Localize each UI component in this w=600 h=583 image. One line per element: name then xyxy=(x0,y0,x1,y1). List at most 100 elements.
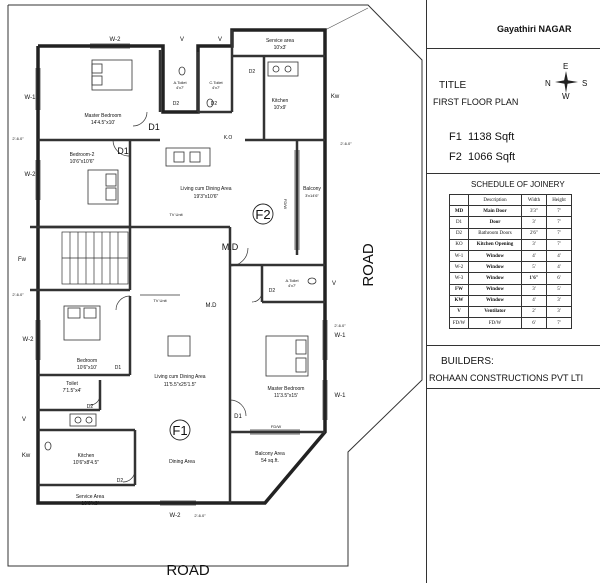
door-tag: D1 xyxy=(115,365,122,371)
room-name: Kitchen xyxy=(78,453,95,459)
cell: D2 xyxy=(449,227,469,240)
room-size: 19'3"x10'6" xyxy=(194,194,219,200)
bed-master-f1 xyxy=(265,335,309,377)
cell: 7' xyxy=(546,216,572,229)
room-size: 10'6"x3' xyxy=(81,501,98,507)
dim-tag: 2'-6.0" xyxy=(12,136,24,141)
furniture xyxy=(44,59,317,451)
cell: V xyxy=(449,305,469,319)
floor-plan-drawing: ROAD ROAD Master Bedroom 14'4.5"x10' A.T… xyxy=(7,4,423,579)
cell: Kitchen Opening xyxy=(468,238,522,251)
flat-marker-f1: F1 xyxy=(169,419,191,441)
cell: 3' xyxy=(521,283,547,296)
cell: 7' xyxy=(546,238,572,251)
room-size: 4'x7' xyxy=(212,85,220,90)
door-tag: D1 xyxy=(117,146,129,156)
room-name: Balcony Area xyxy=(255,451,285,457)
tv-unit-label: TV Unit xyxy=(153,298,167,303)
vent-tag: V xyxy=(332,281,336,287)
cell: Ventilator xyxy=(468,305,522,319)
door-tag: D2 xyxy=(211,101,218,107)
window-tag: W-2 xyxy=(23,337,35,343)
room-name: Living cum Dining Area xyxy=(180,186,231,192)
room-size: 10'6"x10'6" xyxy=(70,159,95,165)
divider xyxy=(427,48,600,49)
site-line xyxy=(324,7,369,31)
flat-label: F1 xyxy=(172,423,187,438)
door-swings xyxy=(89,111,263,483)
cell: D1 xyxy=(449,216,469,229)
window-tag: W-2 xyxy=(170,513,182,519)
cell: FW xyxy=(449,283,469,296)
cell: 4' xyxy=(521,294,547,307)
room-size: 3'x14'6" xyxy=(305,193,319,198)
room-size: 4'x7' xyxy=(288,283,296,288)
cell: W-1 xyxy=(449,249,469,263)
room-size: 10'x9' xyxy=(274,105,287,111)
room-size: 54 sq.ft. xyxy=(261,458,279,464)
compass-s: S xyxy=(582,79,588,88)
kitchen-counter-f1 xyxy=(69,413,97,427)
room-name: Service area xyxy=(266,38,294,44)
divider xyxy=(427,388,600,389)
cell: 3' xyxy=(546,305,572,319)
door-tag: M.D xyxy=(222,242,239,252)
cell: Window xyxy=(468,249,522,263)
staircase xyxy=(61,231,129,285)
cell: 4' xyxy=(546,249,572,263)
tv-unit-label: TV Unit xyxy=(169,212,183,217)
title-block: Gayathiri NAGAR TITLE FIRST FLOOR PLAN E… xyxy=(426,0,600,583)
room-name: Kitchen xyxy=(272,98,289,104)
room-name: Master Bedroom xyxy=(268,386,305,392)
compass-star-icon xyxy=(555,71,578,93)
window-tag: Kw xyxy=(22,453,31,459)
fdw-tag: FD/W xyxy=(283,199,288,209)
compass-e: E xyxy=(563,62,569,71)
window-tag: Kw xyxy=(331,94,340,100)
cell: Bathroom Doors xyxy=(468,227,522,240)
door-tag: D1 xyxy=(234,414,242,420)
window-tag: W-1 xyxy=(335,393,347,399)
cell: Window xyxy=(468,272,522,285)
outer-walls xyxy=(36,28,327,505)
cell: 5' xyxy=(521,261,547,274)
col-header: Description xyxy=(468,193,522,207)
compass-n: N xyxy=(545,79,551,88)
cell: KW xyxy=(449,294,469,307)
compass: E N S W xyxy=(545,62,589,104)
vent-tag: V xyxy=(218,37,222,43)
fdw-tag: FD/W xyxy=(271,424,281,429)
cell: W-3 xyxy=(449,272,469,285)
schedule-title: SCHEDULE OF JOINERY xyxy=(471,180,565,189)
sofa-f2 xyxy=(165,147,211,167)
room-name: Balcony xyxy=(303,186,321,192)
vent-tag: V xyxy=(22,417,26,423)
cell: W-2 xyxy=(449,261,469,274)
windows xyxy=(35,43,328,506)
window-tag: W-2 xyxy=(25,172,37,178)
dining-table-f1 xyxy=(167,335,191,357)
project-name: Gayathiri NAGAR xyxy=(497,24,572,34)
area-value: 1138 Sqft xyxy=(467,131,515,143)
room-size: 10'x3' xyxy=(274,45,287,51)
cell: Main Door xyxy=(468,205,522,218)
room-name: A.Toilet xyxy=(173,80,187,85)
room-size: 11'5.5"x25'1.5" xyxy=(164,382,197,388)
room-size: 7'1.5"x4' xyxy=(63,388,82,394)
cell: 7' xyxy=(546,317,572,330)
room-name: A.Toilet xyxy=(285,278,299,283)
dim-tag: 2'-6.0" xyxy=(334,323,346,328)
room-size: 10'6"x10' xyxy=(77,365,97,371)
area-value: 1066 Sqft xyxy=(467,151,516,163)
room-name: Service Area xyxy=(76,494,105,500)
cell: FD/W xyxy=(449,317,469,330)
plan-name: FIRST FLOOR PLAN xyxy=(433,97,519,107)
vent-tag: V xyxy=(180,37,184,43)
room-name: Master Bedroom xyxy=(85,113,122,119)
cell: 6' xyxy=(546,272,572,285)
